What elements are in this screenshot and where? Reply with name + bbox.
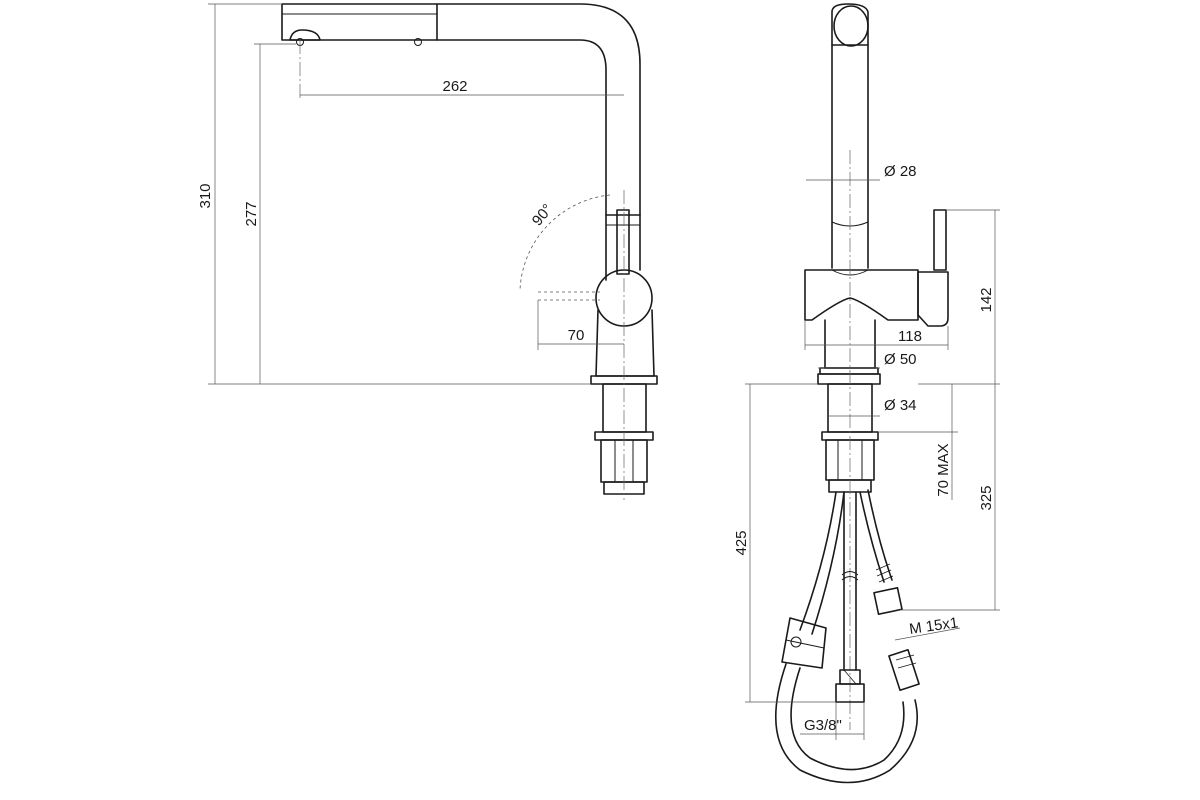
- front-right-nut: [873, 586, 903, 616]
- dim-leader-m15: [894, 627, 961, 641]
- dim-label-50: Ø 50: [884, 351, 917, 368]
- side-lever: [616, 209, 630, 275]
- dim-label-70max: 70 MAX: [935, 443, 952, 496]
- dim-label-28: Ø 28: [884, 163, 917, 180]
- side-spout-outline: [281, 3, 641, 216]
- side-view: 310 277 262 90° 70: [197, 3, 658, 500]
- dim-label-118: 118: [898, 328, 922, 345]
- front-inlet-knurl: [843, 669, 857, 685]
- dim-label-310: 310: [197, 183, 214, 208]
- front-hose-loop-outer: [774, 663, 918, 784]
- front-hose-right-b: [867, 489, 893, 581]
- dim-label-277: 277: [243, 201, 260, 226]
- front-pipe-break: [841, 571, 859, 576]
- front-hose-left-b: [811, 491, 845, 635]
- front-hose-left-a: [799, 491, 837, 631]
- dim-label-70: 70: [568, 327, 585, 344]
- dim-label-m15: M 15x1: [908, 614, 959, 638]
- front-body-join: [831, 269, 869, 276]
- dim-label-325: 325: [978, 485, 995, 510]
- front-base-ring: [817, 373, 881, 385]
- front-spout-head: [831, 3, 869, 46]
- front-base-top: [819, 367, 879, 375]
- front-body: [804, 269, 919, 321]
- dim-label-262: 262: [442, 78, 467, 95]
- front-hose-right-a: [859, 491, 885, 583]
- dim-label-90: 90°: [529, 201, 557, 229]
- side-nozzle: [289, 29, 321, 41]
- dim-label-142: 142: [978, 287, 995, 312]
- front-counterweight: [781, 617, 827, 669]
- front-lever-base: [917, 271, 949, 327]
- front-lever: [933, 209, 947, 271]
- front-outlet-knurl-2: [897, 662, 917, 669]
- dim-label-g38: G3/8": [804, 717, 842, 734]
- front-hose-loop-inner: [790, 667, 905, 771]
- front-inlet-nut: [835, 683, 865, 703]
- dim-label-425: 425: [733, 530, 750, 555]
- side-body: [595, 309, 655, 377]
- front-hose-right-braid: [875, 563, 894, 583]
- side-button: [414, 38, 422, 46]
- front-outlet-connector: [888, 648, 920, 692]
- front-counterweight-split: [785, 639, 825, 649]
- side-shank: [602, 383, 647, 433]
- side-angle-arc: [519, 194, 611, 291]
- front-pipe-break-2: [841, 576, 859, 581]
- dim-label-34: Ø 34: [884, 397, 917, 414]
- front-counterweight-screw: [790, 636, 802, 648]
- front-view: Ø 28 142 118 Ø 50 Ø 34 70 MAX 325 425 M …: [733, 3, 1000, 784]
- front-outlet-knurl-1: [895, 654, 915, 661]
- front-spout-nozzle: [833, 5, 869, 47]
